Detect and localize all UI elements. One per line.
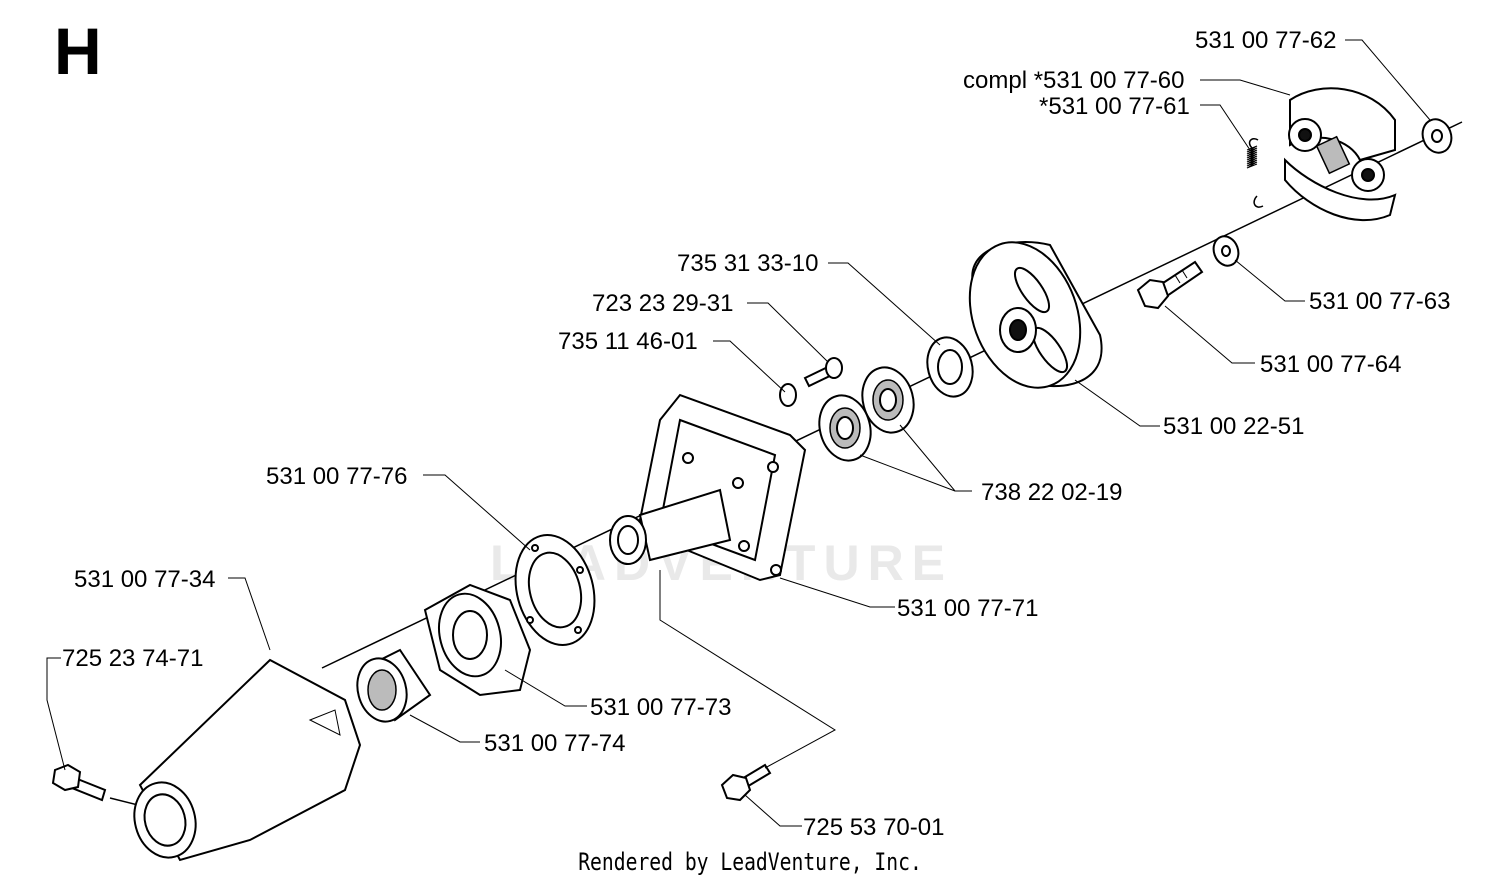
- retaining-ring: [926, 336, 974, 398]
- part-label: 531 00 77-74: [484, 730, 625, 757]
- part-label: 531 00 77-71: [897, 595, 1038, 622]
- part-label: 723 23 29-31: [592, 290, 733, 317]
- gasket: [514, 534, 596, 646]
- part-label: compl *531 00 77-60: [963, 67, 1184, 94]
- part-label: 531 00 77-73: [590, 694, 731, 721]
- part-label: 725 23 74-71: [62, 645, 203, 672]
- part-labels: 531 00 77-62 compl *531 00 77-60 *531 00…: [62, 27, 1450, 841]
- housing-screw: [720, 763, 772, 802]
- part-label: 735 31 33-10: [677, 250, 818, 277]
- footer-credit: Rendered by LeadVenture, Inc.: [578, 848, 922, 876]
- clutch-housing: [609, 393, 807, 582]
- part-label: *531 00 77-61: [1039, 93, 1190, 120]
- leader-lines: [46, 39, 1431, 827]
- part-label: 531 00 77-63: [1309, 288, 1450, 315]
- part-label: 531 00 77-62: [1195, 27, 1336, 54]
- part-label: 531 00 77-76: [266, 463, 407, 490]
- part-label: 735 11 46-01: [558, 328, 698, 355]
- drive-cover: [133, 658, 362, 862]
- clutch-drum: [968, 241, 1103, 389]
- washer-middle: [1212, 235, 1240, 267]
- bearing-pair: [818, 366, 915, 462]
- part-label: 531 00 77-34: [74, 566, 215, 593]
- cover-screw: [51, 763, 107, 802]
- clutch-spring: [1246, 137, 1264, 208]
- small-screw: [779, 357, 843, 407]
- washer-top: [1421, 118, 1453, 154]
- part-label: 531 00 22-51: [1163, 413, 1304, 440]
- coupling: [423, 583, 532, 697]
- bushing: [356, 648, 432, 723]
- part-label: 738 22 02-19: [981, 479, 1122, 506]
- part-label: 531 00 77-64: [1260, 351, 1401, 378]
- clutch-shoes: [1284, 87, 1397, 222]
- section-letter: H: [54, 14, 102, 88]
- part-label: 725 53 70-01: [803, 814, 944, 841]
- clutch-bolt: [1136, 260, 1204, 310]
